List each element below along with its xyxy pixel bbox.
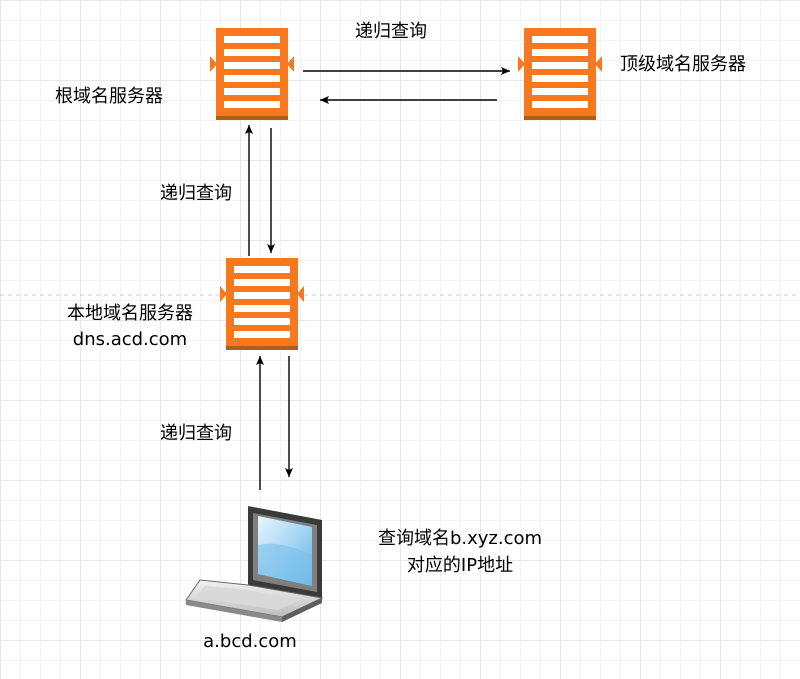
tld-server-icon [518, 28, 602, 120]
laptop-icon [185, 506, 324, 622]
edge-label-client-local: 递归查询 [160, 423, 232, 444]
root-server-icon [210, 28, 294, 120]
query-note-line2: 对应的IP地址 [406, 555, 514, 576]
tld-server-label: 顶级域名服务器 [620, 54, 746, 75]
query-note-line1: 查询域名b.xyz.com [377, 528, 543, 549]
local-server-label: 本地域名服务器 [67, 303, 193, 324]
local-server-icon [220, 258, 304, 350]
edge-label-root-tld: 递归查询 [355, 21, 427, 42]
edge-label-local-root: 递归查询 [160, 183, 232, 204]
root-server-label: 根域名服务器 [55, 86, 163, 107]
local-server-host: dns.acd.com [72, 329, 188, 350]
client-label: a.bcd.com [203, 631, 297, 652]
